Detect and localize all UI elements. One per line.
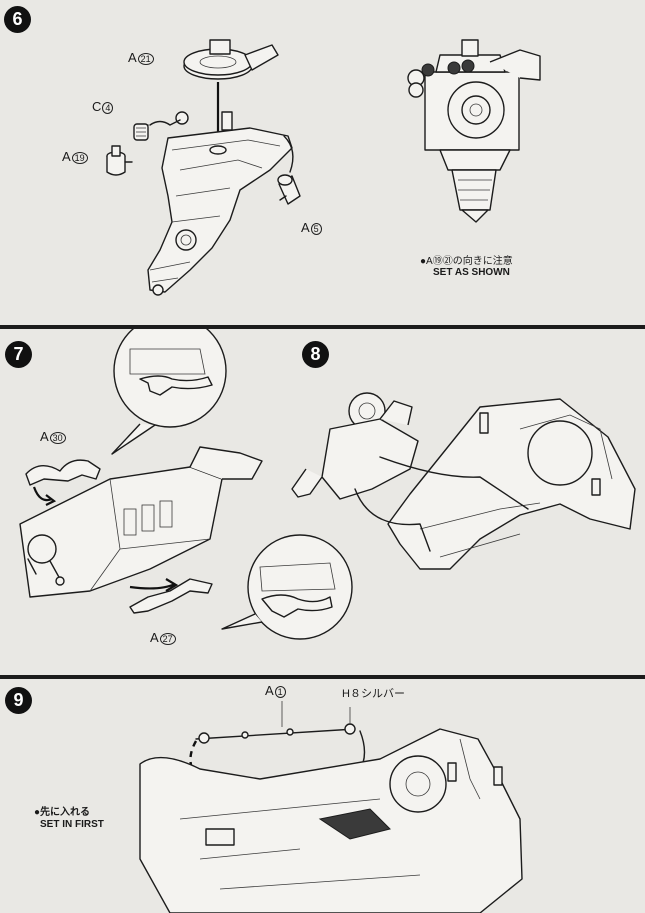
step-8-engine-drawing (291, 392, 419, 500)
part-h8-label: H８シルバー (342, 688, 405, 700)
part-a21-number: 21 (137, 53, 154, 65)
divider-bottom (0, 675, 645, 679)
zoom-bubble-top (111, 329, 227, 455)
transmission-drawing (19, 446, 263, 598)
part-a1-letter: A (265, 683, 274, 698)
part-a1-number: 1 (274, 686, 286, 698)
side-view-assembly-drawing (407, 39, 541, 223)
divider-top (0, 325, 645, 329)
part-c4-letter: C (92, 99, 102, 114)
step-8-badge: 8 (302, 341, 329, 368)
step-6-badge: 6 (4, 6, 31, 33)
step-9-note-en: SET IN FIRST (40, 819, 104, 830)
step-6-panel: 6 (0, 0, 645, 325)
part-a30-letter: A (40, 429, 49, 444)
part-a19-drawing (106, 145, 133, 176)
part-a27-letter: A (150, 630, 159, 645)
step-7-8-panel: 7 8 (0, 329, 645, 675)
step-8-chassis-drawing (354, 398, 636, 570)
part-a21-letter: A (128, 50, 137, 65)
step-6-note-jp: ●A⑲㉑の向きに注意 (420, 256, 513, 267)
step-7-8-illustration (19, 329, 636, 640)
step-7-badge: 7 (5, 341, 32, 368)
part-a19-number: 19 (71, 152, 88, 164)
step-6-illustration (106, 39, 541, 296)
step-9-chassis-drawing (139, 728, 523, 913)
part-a19-letter: A (62, 149, 71, 164)
step-9-illustration (139, 701, 523, 913)
step-9-note-jp: ●先に入れる (34, 807, 91, 818)
part-a21-drawing (183, 39, 279, 80)
zoom-bubble-bottom (221, 534, 353, 640)
part-a5-number: 5 (310, 223, 322, 235)
part-c4-number: 4 (102, 102, 114, 114)
step-9-badge: 9 (5, 687, 32, 714)
part-a30-number: 30 (49, 432, 66, 444)
engine-block-drawing (147, 111, 293, 296)
part-a27-number: 27 (159, 633, 176, 645)
part-a5-drawing (277, 135, 301, 205)
part-a5-letter: A (301, 220, 310, 235)
step-6-note-en: SET AS SHOWN (433, 267, 510, 278)
step-9-panel: 9 (0, 679, 645, 913)
